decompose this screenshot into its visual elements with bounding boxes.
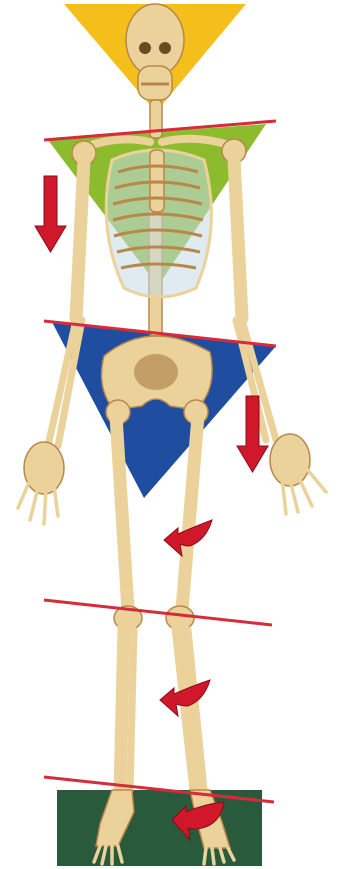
eye-socket-right bbox=[159, 42, 171, 54]
humerus-right bbox=[234, 158, 242, 318]
hand-right bbox=[270, 434, 310, 486]
arrow-down-icon bbox=[35, 176, 66, 252]
hand-left bbox=[24, 442, 64, 494]
tibia-left bbox=[120, 628, 124, 790]
fibula-left bbox=[130, 630, 134, 790]
eye-socket-left bbox=[139, 42, 151, 54]
knee-alignment-line bbox=[44, 600, 272, 625]
skull bbox=[126, 4, 184, 76]
humerus-left bbox=[76, 160, 84, 318]
pelvic-inlet bbox=[134, 354, 178, 390]
